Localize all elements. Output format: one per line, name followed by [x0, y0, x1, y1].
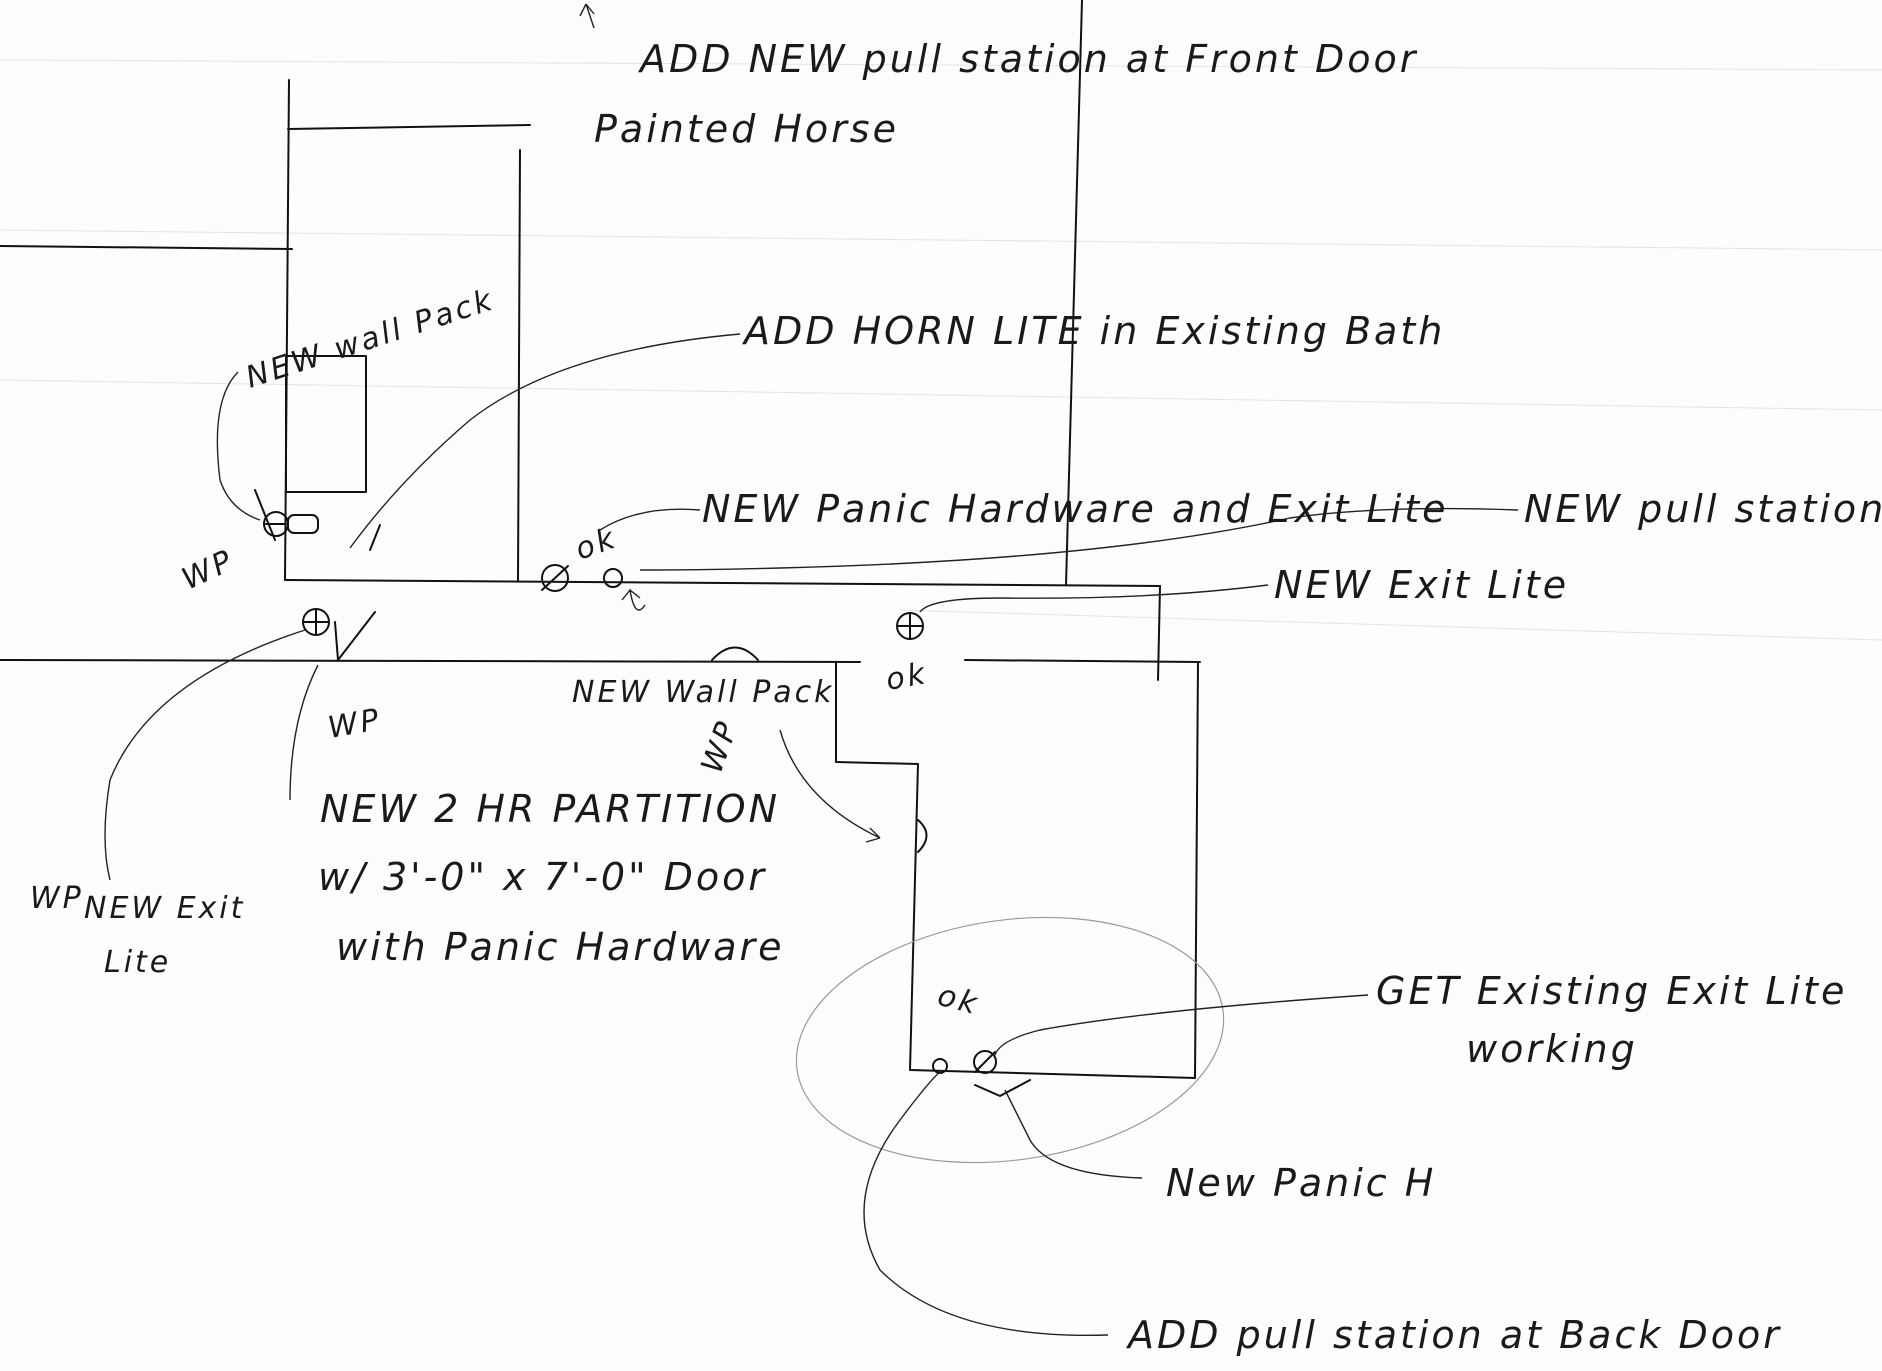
exit-lite-left-icon	[302, 608, 330, 636]
leader-new-panic	[1004, 1089, 1143, 1179]
note-existing-exit-1: GET Existing Exit Lite	[1376, 969, 1847, 1013]
note-partition-line3: with Panic Hardware	[336, 925, 785, 969]
note-partition-line1: NEW 2 HR PARTITION	[320, 787, 780, 831]
leader-back-door	[863, 1071, 1109, 1337]
note-new-wall-pack-top: NEW wall Pack	[242, 282, 499, 395]
arrowhead-front-door	[579, 3, 595, 17]
leader-panic-exit	[599, 508, 701, 531]
note-new-pull-station: NEW pull station	[1524, 487, 1882, 531]
leader-wall-pack-mid	[621, 588, 646, 611]
exit-lite-existing-icon	[973, 1050, 997, 1074]
note-horn-lite: ADD HORN LITE in Existing Bath	[741, 309, 1445, 353]
note-new-wall-pack-mid: NEW Wall Pack	[572, 675, 835, 710]
note-back-door-pull: ADD pull station at Back Door	[1125, 1313, 1782, 1357]
wall-corridor-north	[284, 579, 1161, 587]
wall-pack-mark	[254, 489, 276, 541]
devices	[254, 489, 1031, 1097]
door-swing-lower	[974, 1079, 1031, 1097]
wall-lower-room-east	[1194, 661, 1199, 1079]
leader-wall-pack-top	[216, 371, 261, 521]
leader-partition	[289, 664, 319, 801]
wall-left-room-east	[517, 149, 521, 581]
exit-lite-mid-icon	[541, 564, 623, 592]
ok-mark-1: ok	[571, 520, 622, 567]
pull-station-back-icon	[932, 1058, 948, 1074]
wall-corridor-south-left	[0, 659, 861, 663]
wall-left-room-west	[284, 79, 290, 581]
scan-artifacts	[0, 59, 1882, 641]
ok-mark-3: ok	[934, 978, 983, 1023]
highlight-circle	[795, 916, 1225, 1164]
wall-left-room-top	[287, 124, 531, 130]
leader-exit-lite-right	[919, 584, 1269, 613]
initials-mark-3: WP	[30, 881, 84, 916]
initials-mark-2: WP	[325, 702, 384, 746]
initials-mark-4: WP	[695, 715, 746, 777]
door-swing-side	[917, 819, 928, 853]
wall-left-upper	[0, 245, 293, 250]
note-new-exit-lite-right: NEW Exit Lite	[1274, 563, 1569, 607]
door-swing-left	[334, 611, 376, 661]
note-partition-line2: w/ 3'-0" x 7'-0" Door	[318, 855, 767, 899]
leader-horn-lite	[349, 333, 741, 549]
exit-lite-right-icon	[896, 612, 924, 640]
wall-pack-fixture-mid	[711, 646, 759, 661]
leader-existing-exit	[994, 994, 1369, 1056]
wall-lower-room-west	[909, 763, 919, 1071]
pull-station-mid-icon	[603, 568, 623, 588]
leader-front-door	[585, 3, 595, 29]
annotations: ADD NEW pull station at Front Door Paint…	[84, 37, 1882, 1357]
wall-vertical-right	[1065, 0, 1083, 586]
note-exit-lite-left-2: Lite	[104, 945, 171, 980]
note-exit-lite-left-1: NEW Exit	[84, 891, 245, 926]
ok-mark-2: ok	[883, 656, 930, 698]
wall-corridor-south-right	[964, 659, 1201, 663]
note-front-door-pull: ADD NEW pull station at Front Door	[637, 37, 1418, 81]
bath-enclosure	[285, 355, 367, 493]
building-walls	[0, 0, 1201, 1079]
wall-lower-room-south	[909, 1069, 1196, 1079]
note-existing-exit-2: working	[1466, 1027, 1638, 1071]
leader-exit-lite-left	[104, 629, 306, 881]
wall-lower-jog-h	[835, 761, 919, 765]
note-painted-horse: Painted Horse	[594, 107, 899, 151]
note-new-panic-h: New Panic H	[1166, 1161, 1436, 1205]
initials-mark-1: WP	[177, 543, 241, 597]
note-panic-exit-lite: NEW Panic Hardware and Exit Lite	[702, 487, 1449, 531]
leader-wall-pack-arrow	[779, 729, 881, 843]
leader-pull-station	[639, 507, 1519, 571]
horn-lite-mark	[369, 524, 381, 551]
leaders	[104, 3, 1519, 1337]
wall-stub	[1157, 585, 1161, 681]
